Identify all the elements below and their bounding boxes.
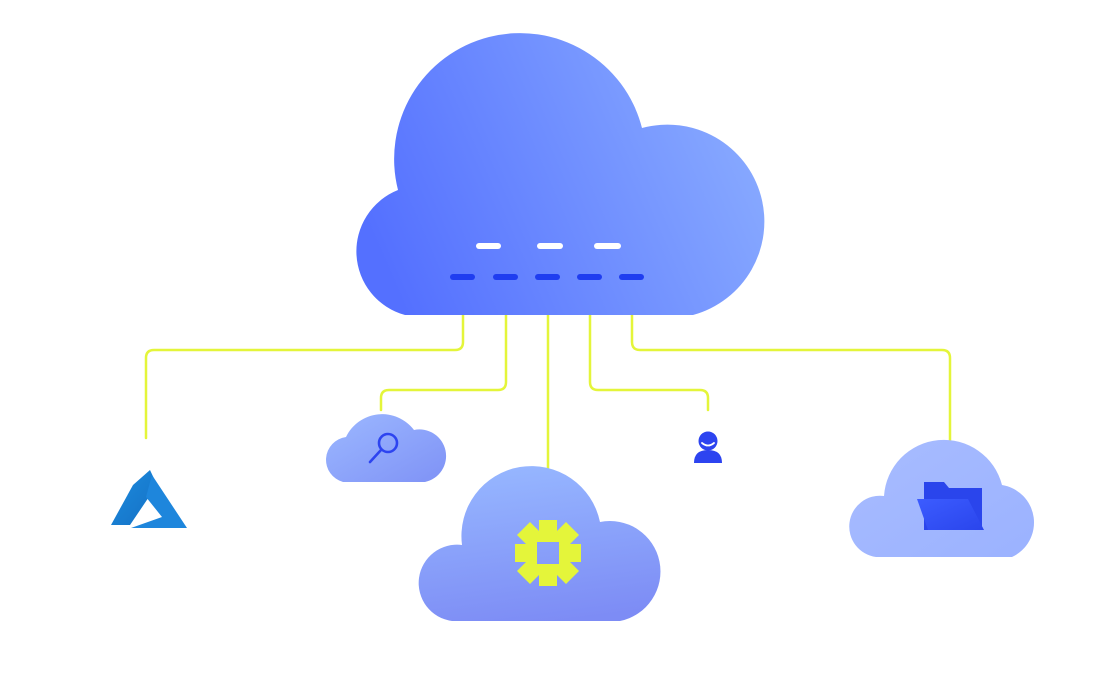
connector-files xyxy=(630,298,952,446)
connector-azure xyxy=(144,298,465,440)
azure-logo-right xyxy=(131,475,187,528)
azure-logo-left xyxy=(111,470,157,525)
user-icon-head xyxy=(698,431,718,451)
settings-cloud xyxy=(418,466,661,621)
user-icon xyxy=(694,431,722,463)
ports-icon xyxy=(450,243,644,280)
folder-icon-front xyxy=(917,499,984,530)
connector-search xyxy=(379,298,508,412)
main-cloud xyxy=(356,33,765,316)
search-icon xyxy=(368,432,399,464)
connectors xyxy=(144,298,952,476)
folder-icon xyxy=(917,482,984,530)
connector-user xyxy=(588,298,710,412)
search-cloud-shape xyxy=(326,414,447,482)
main-cloud-shape xyxy=(356,33,765,316)
files-cloud xyxy=(849,439,1035,557)
gear-icon xyxy=(515,520,581,586)
user-icon-face xyxy=(701,442,715,447)
azure-logo xyxy=(111,470,187,528)
settings-cloud-shape xyxy=(418,466,661,621)
search-cloud xyxy=(326,414,447,482)
user-icon-body xyxy=(694,450,722,463)
